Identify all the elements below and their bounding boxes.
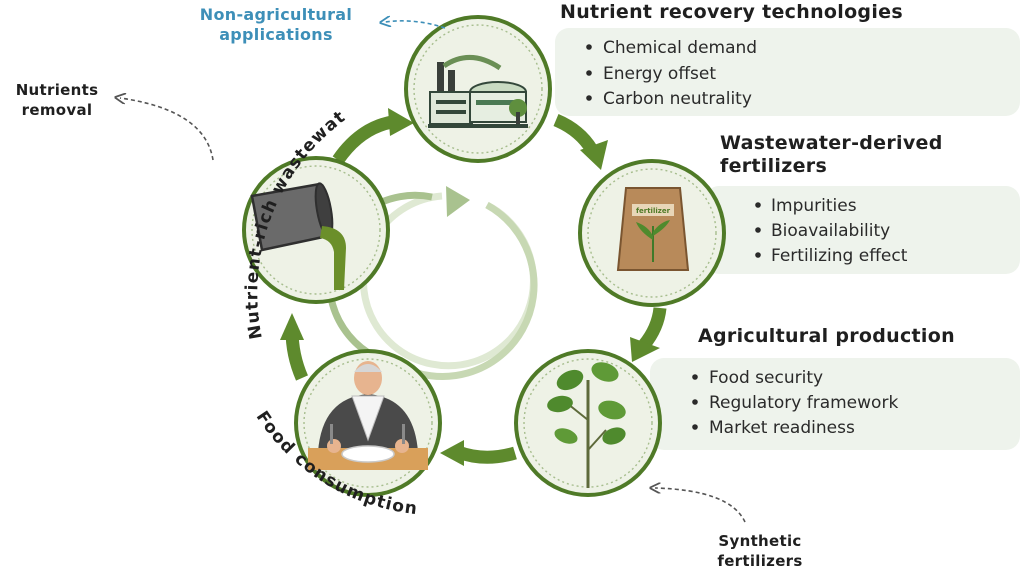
list-item: Fertilizing effect [771, 246, 908, 266]
fertilizers-title-line2: fertilizers [720, 155, 827, 177]
fertilizer-bag-icon: fertilizer [616, 187, 690, 271]
list-item: Regulatory framework [709, 393, 898, 413]
arrow-waste-to-recovery [332, 115, 394, 164]
recovery-panel [555, 28, 1020, 116]
fertilizers-list: Impurities Bioavailability Fertilizing e… [755, 196, 908, 266]
food-node [294, 349, 442, 497]
plant-seedling-icon [547, 362, 626, 488]
list-item: Energy offset [603, 64, 716, 84]
list-item: Carbon neutrality [603, 89, 752, 109]
agriculture-panel [650, 358, 1020, 450]
bag-label: fertilizer [636, 207, 671, 215]
removal-label-line2: removal [22, 101, 93, 119]
arrow-heads [280, 108, 660, 466]
pouring-bucket-icon [250, 182, 346, 290]
fertilizers-panel [705, 186, 1020, 274]
agriculture-node [514, 349, 662, 497]
arrow-recovery-to-fertilizer [553, 114, 598, 154]
fertilizers-title-line1: Wastewater-derived [720, 132, 943, 154]
list-item: Food security [709, 368, 823, 388]
list-item: Chemical demand [603, 38, 757, 58]
dining-person-icon [308, 361, 428, 470]
wastewater-node [242, 156, 390, 304]
list-item: Bioavailability [771, 221, 890, 241]
recovery-list: Chemical demand Energy offset Carbon neu… [586, 38, 757, 109]
synthetic-arrow [655, 488, 746, 523]
list-item: Market readiness [709, 418, 855, 438]
non-agri-arrow [385, 21, 446, 29]
fertilizer-node: fertilizer [578, 159, 726, 307]
recovery-title: Nutrient recovery technologies [560, 1, 903, 23]
arrow-fertilizer-to-agri [638, 307, 667, 350]
list-item: Impurities [771, 196, 857, 216]
removal-arrow [120, 98, 214, 161]
removal-label-line1: Nutrients [16, 81, 99, 99]
synthetic-label-line2: fertilizers [717, 552, 802, 570]
agriculture-list: Food security Regulatory framework Marke… [692, 368, 898, 438]
non-agri-label-line2: applications [219, 25, 333, 44]
agriculture-title: Agricultural production [698, 325, 955, 347]
non-agri-label-line1: Non-agricultural [200, 5, 352, 24]
recovery-node [404, 15, 552, 163]
arrow-agri-to-food [455, 445, 517, 464]
treatment-plant-icon [428, 55, 528, 128]
synthetic-label-line1: Synthetic [718, 532, 801, 550]
